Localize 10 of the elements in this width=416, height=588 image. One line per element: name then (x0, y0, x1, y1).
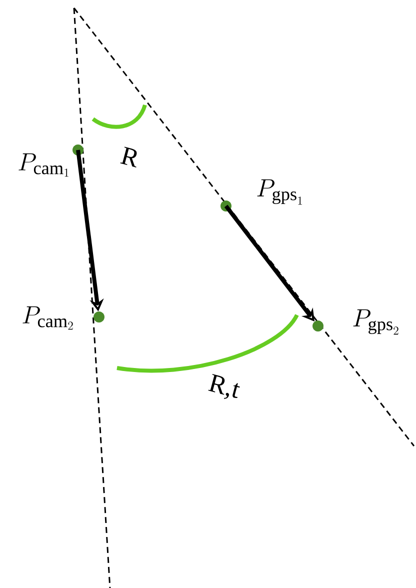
point-label: $P_{\mathrm{gps}_2}$ (353, 309, 398, 335)
point-dot (312, 320, 324, 332)
arc-label: R,t (208, 374, 240, 399)
point-dot (72, 144, 84, 156)
arc-label: R (120, 146, 137, 168)
point-label: $P_{\mathrm{cam}_2}$ (22, 306, 73, 330)
point-label: $P_{\mathrm{gps}_1}$ (257, 179, 302, 205)
point-label: $P_{\mathrm{cam}_1}$ (18, 153, 68, 177)
point-dot (220, 200, 232, 212)
point-dot (94, 312, 104, 322)
